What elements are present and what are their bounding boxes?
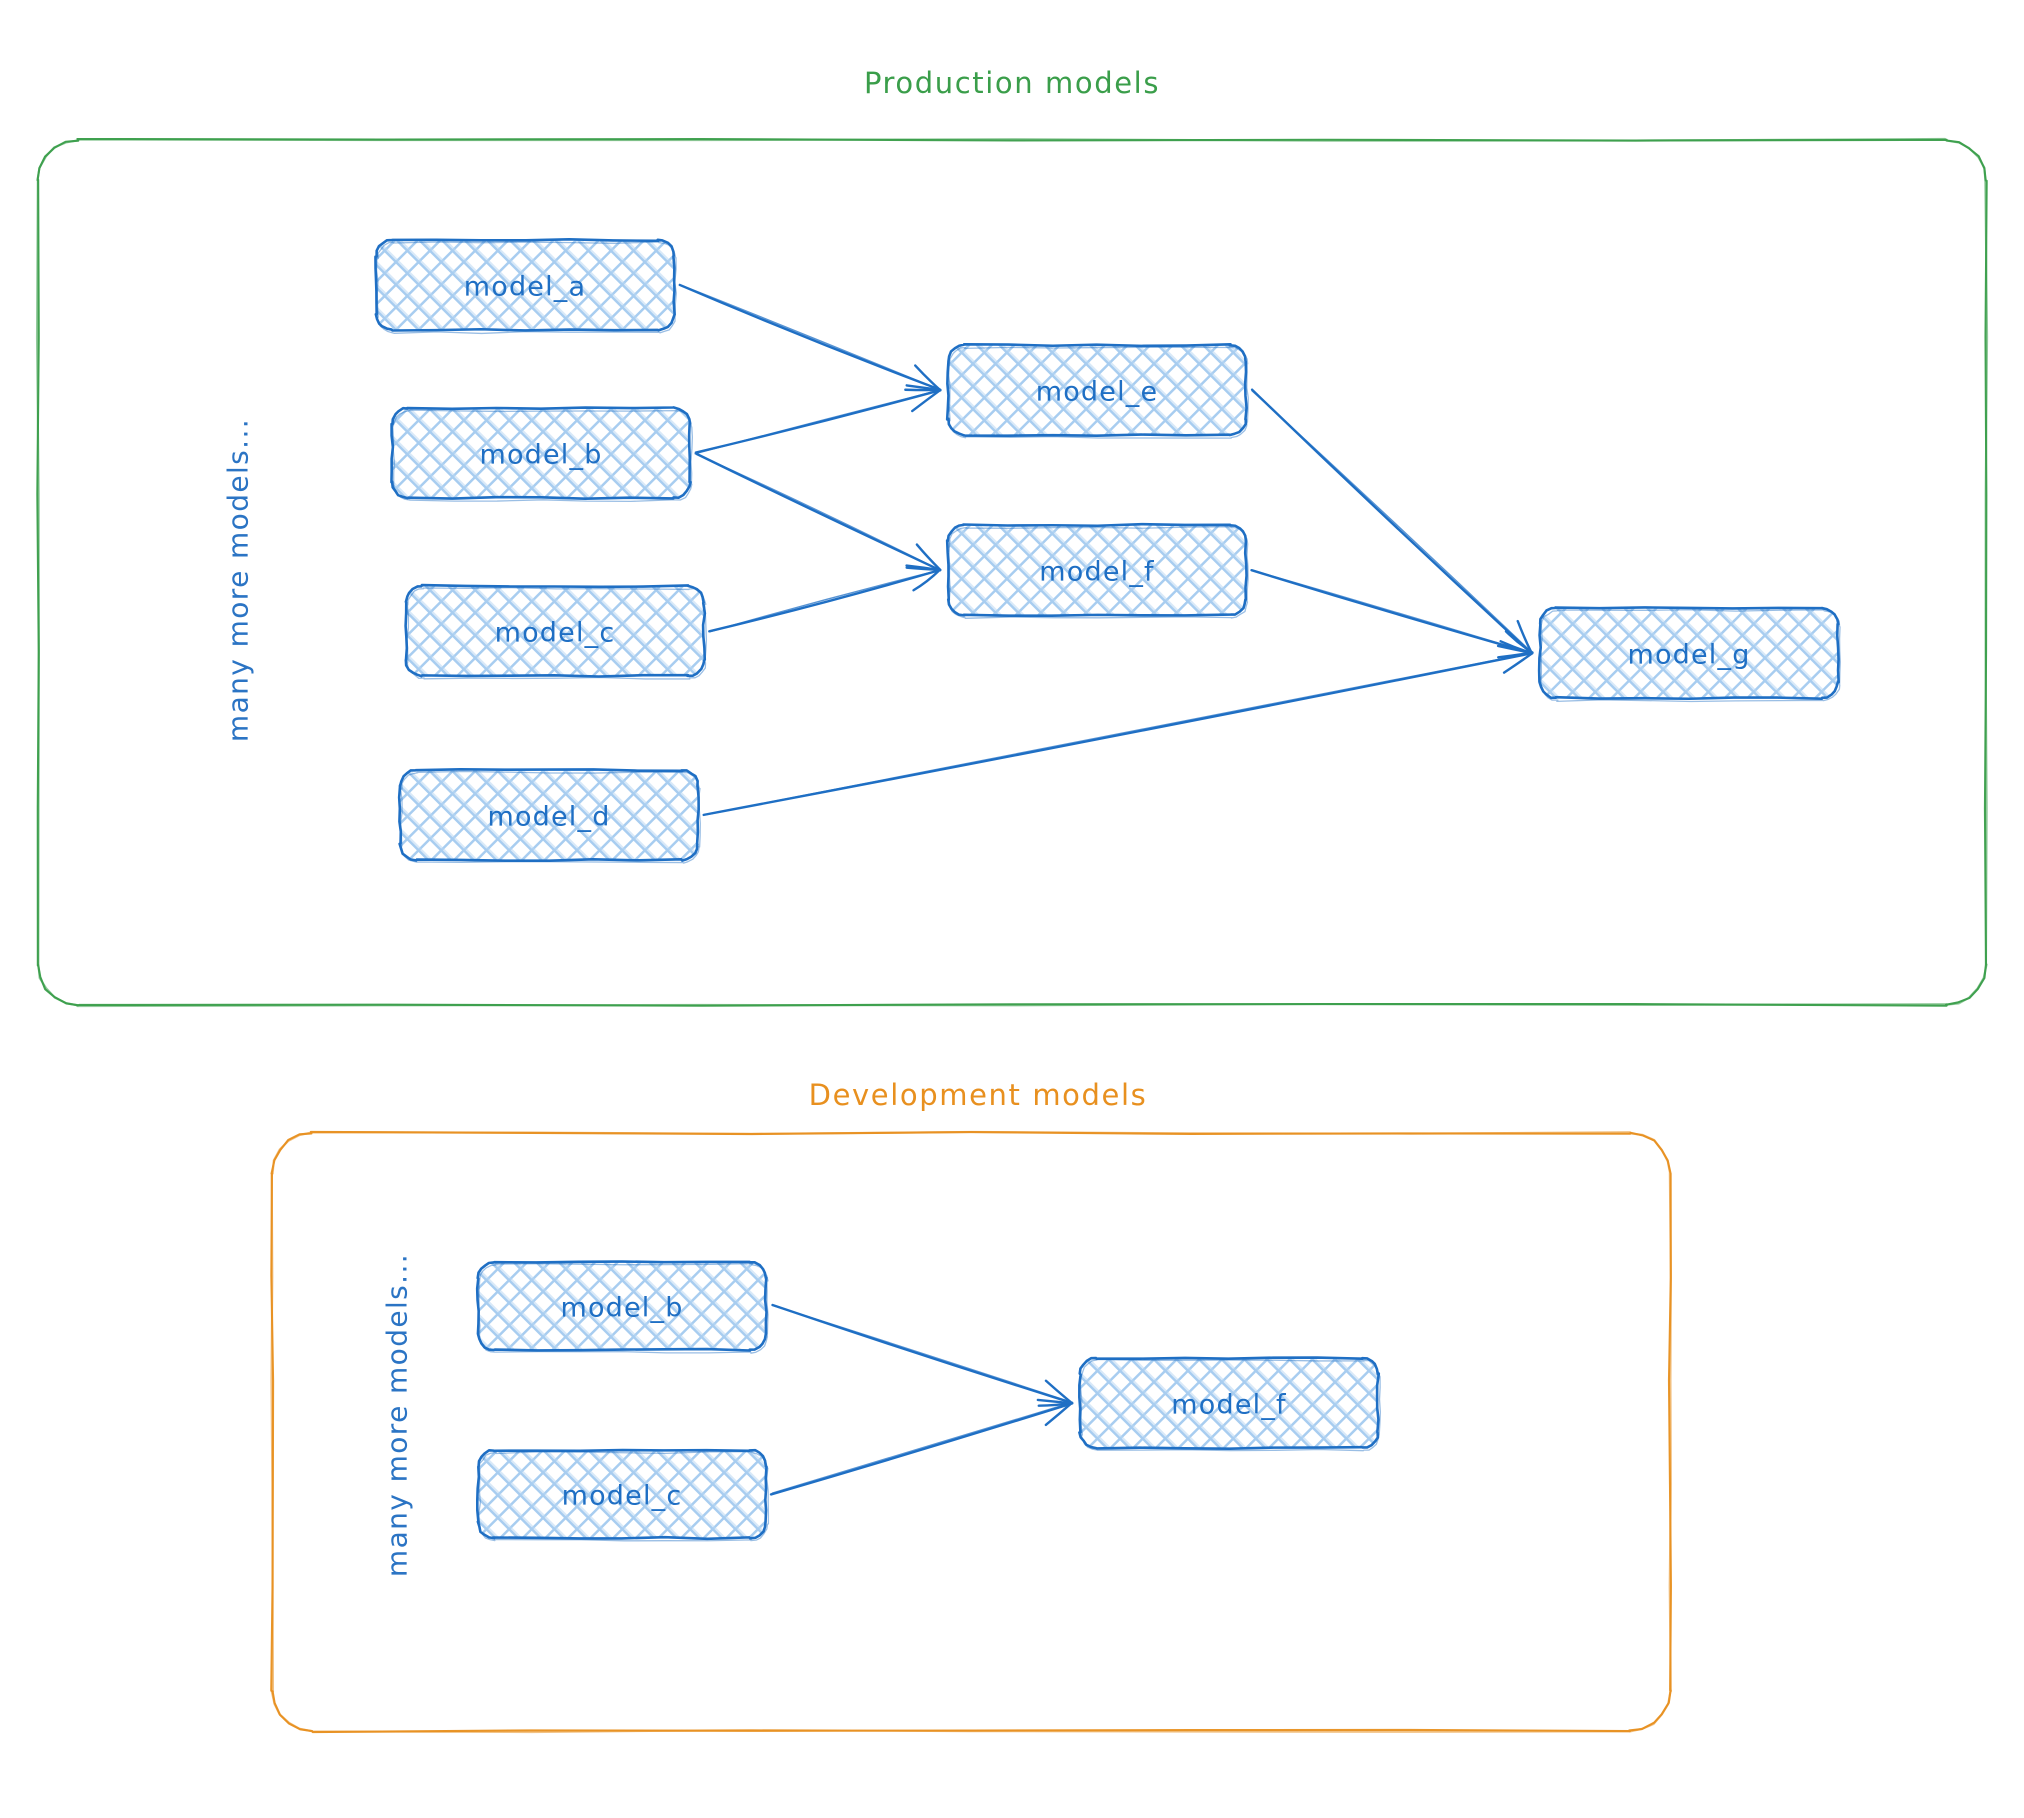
node-d_model_c[interactable] [476,1448,770,1542]
node-p_model_d[interactable] [397,768,701,864]
edge-p_model_b-to-p_model_e [694,384,942,455]
node-p_model_c[interactable] [404,583,708,680]
edge-p_model_d-to-p_model_g [702,644,1534,817]
node-d_model_f[interactable] [1078,1356,1381,1452]
edges-layer [678,283,1534,1496]
group-box-production [35,137,1989,1008]
group-boxes-layer [35,137,1989,1734]
node-p_model_f[interactable] [945,522,1249,619]
node-p_model_g[interactable] [1537,606,1841,703]
node-p_model_a[interactable] [374,238,677,335]
edge-p_model_a-to-p_model_e [678,283,942,392]
edge-d_model_c-to-d_model_f [769,1398,1074,1496]
nodes-layer [374,238,1841,1542]
node-d_model_b[interactable] [475,1260,769,1354]
edge-p_model_c-to-p_model_f [708,564,942,633]
node-p_model_b[interactable] [390,406,694,503]
group-box-development [270,1130,1672,1734]
edge-d_model_b-to-d_model_f [771,1303,1074,1407]
node-p_model_e[interactable] [945,343,1249,439]
edge-p_model_b-to-p_model_f [694,452,942,572]
